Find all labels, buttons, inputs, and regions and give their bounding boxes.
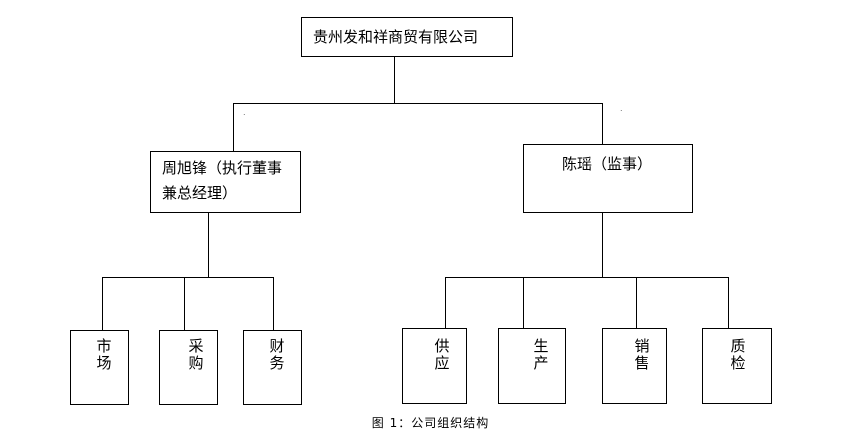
connector-purchase xyxy=(184,277,185,331)
connector-sales xyxy=(636,277,637,329)
connector-level1-horizontal xyxy=(233,103,603,104)
company-name: 贵州发和祥商贸有限公司 xyxy=(313,28,479,46)
dept-supply-label: 供应 xyxy=(434,337,450,372)
dept-quality-box xyxy=(702,328,772,404)
connector-supervisor-down xyxy=(602,213,603,277)
figure-caption: 图 1：公司组织结构 xyxy=(371,416,490,430)
executive-name-line2: 兼总经理） xyxy=(162,184,238,202)
connector-top-vertical xyxy=(394,57,395,103)
connector-market xyxy=(102,277,103,331)
dept-quality-label: 质检 xyxy=(730,337,746,372)
connector-supply xyxy=(445,277,446,329)
dept-sales-box xyxy=(602,328,667,404)
stray-mark: . xyxy=(620,104,623,113)
connector-executive-vertical xyxy=(233,103,234,152)
dept-sales-label: 销售 xyxy=(634,337,650,372)
dept-market-label: 市场 xyxy=(96,337,112,372)
connector-production xyxy=(523,277,524,329)
stray-mark: . xyxy=(243,108,246,117)
connector-executive-down xyxy=(208,213,209,277)
connector-finance xyxy=(273,277,274,331)
supervisor-name: 陈瑶（监事） xyxy=(562,155,653,173)
dept-finance-box xyxy=(243,330,302,405)
dept-production-label: 生产 xyxy=(533,337,549,372)
dept-purchase-box xyxy=(159,330,218,405)
company-box xyxy=(301,17,513,57)
connector-executive-horizontal xyxy=(102,277,274,278)
supervisor-box xyxy=(523,144,693,213)
dept-production-box xyxy=(498,328,566,404)
dept-supply-box xyxy=(402,328,467,404)
dept-purchase-label: 采购 xyxy=(188,337,204,372)
connector-quality xyxy=(728,277,729,329)
executive-name-line1: 周旭锋（执行董事 xyxy=(162,159,283,177)
connector-supervisor-vertical xyxy=(602,103,603,145)
dept-market-box xyxy=(70,330,129,405)
connector-supervisor-horizontal xyxy=(445,277,729,278)
executive-box xyxy=(150,151,301,213)
dept-finance-label: 财务 xyxy=(269,337,285,372)
